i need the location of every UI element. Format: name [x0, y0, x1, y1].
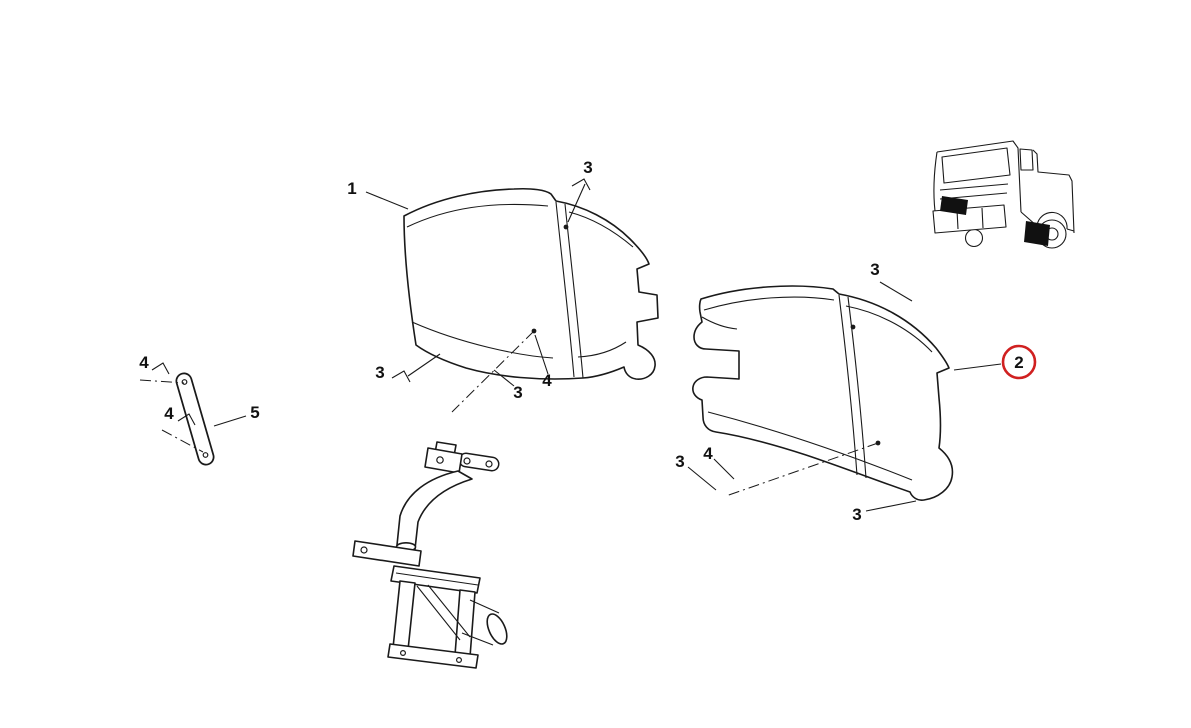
part1-outline [403, 187, 659, 380]
part-1-mudguard-panel[interactable] [403, 187, 659, 380]
bracket-right-leg [454, 589, 476, 658]
leader-part5 [213, 415, 247, 427]
bracket-assembly[interactable] [352, 441, 511, 669]
truck-side-window [1019, 148, 1034, 171]
truck-rear-mudguard-highlight [1024, 221, 1050, 246]
truck-front-mudguard-highlight [940, 196, 968, 215]
callout-3-top-left[interactable]: 3 [583, 158, 592, 177]
truck-rear-body [1032, 149, 1075, 234]
tick-screw4-strap-lower [177, 413, 196, 426]
bracket-channel-line [395, 572, 479, 586]
truck-cab-icon [932, 140, 1075, 249]
strap-hole-top [181, 379, 188, 385]
truck-windshield [941, 147, 1011, 184]
axis-left-fender [451, 330, 535, 413]
leader-screw3-above-right-fender [879, 281, 913, 302]
strap-hole-bottom [202, 452, 209, 458]
leader-screw3-below-right-right [865, 500, 917, 512]
leader-screw3-below-left-fender [493, 369, 515, 387]
part1-seam-right [564, 203, 584, 379]
part2-top-contour-right [845, 305, 933, 353]
bracket-channel [390, 565, 481, 594]
callout-3-above-right-fender[interactable]: 3 [870, 260, 879, 279]
axis-strap-lower [161, 429, 204, 453]
part2-seam-left [838, 294, 858, 476]
bracket-left-leg [392, 580, 416, 651]
callout-4-below-right[interactable]: 4 [703, 444, 713, 463]
tick-screw3-top-left [571, 178, 591, 191]
part1-top-contour-right [568, 211, 634, 248]
leader-part2 [953, 363, 1002, 371]
part1-seam-left [555, 201, 575, 378]
bracket-foot-hole1 [400, 649, 407, 656]
tick-screw4-strap-upper [151, 362, 170, 375]
part2-outline [692, 285, 954, 501]
leader-part1 [365, 191, 409, 210]
axis-right-fender [725, 442, 879, 497]
axis-strap-upper [139, 379, 185, 384]
leader-screw3-left [407, 353, 441, 377]
callout-4-below-left-fender[interactable]: 4 [542, 371, 552, 390]
callout-4-strap-lower[interactable]: 4 [164, 404, 174, 423]
part2-bolt-dot-top [850, 324, 856, 330]
callout-3-left[interactable]: 3 [375, 363, 384, 382]
truck-front-wheel [964, 228, 984, 248]
bracket-curved-pipe [396, 470, 473, 550]
leader-lines [139, 178, 1002, 512]
bracket-left-arm-hole [436, 456, 444, 464]
truck-front-edge [933, 151, 938, 212]
bracket-arm-hole [485, 460, 493, 468]
bracket-foot-plate [387, 643, 479, 669]
part1-lower-contour-right [577, 341, 627, 358]
callout-3-below-right-right[interactable]: 3 [852, 505, 861, 524]
part2-seam-right [847, 296, 867, 479]
part2-hook-inner-line [701, 316, 738, 330]
bracket-cylinder-end [486, 613, 508, 645]
leader-screw3-top-left [567, 183, 586, 223]
part2-top-contour-left [703, 296, 835, 311]
part-2-mudguard-panel[interactable] [692, 285, 954, 501]
part1-lower-contour-left [411, 321, 554, 359]
callout-4-strap-upper[interactable]: 4 [139, 353, 149, 372]
callout-labels: 1 3 3 3 4 4 4 5 3 2 3 4 3 [139, 158, 1037, 524]
truck-grille-lines [939, 183, 1009, 200]
part1-top-contour-left [406, 203, 549, 228]
leader-screw4-below-right [713, 458, 735, 480]
strap-face [177, 374, 213, 464]
tick-screw3-left [391, 370, 411, 383]
bracket-foot-hole2 [456, 656, 463, 663]
part-5-strap[interactable] [175, 372, 215, 466]
callout-5[interactable]: 5 [250, 403, 259, 422]
bracket-mid-plate [352, 540, 422, 567]
callout-3-below-right-left[interactable]: 3 [675, 452, 684, 471]
leader-screw4-below-left-fender [534, 334, 549, 375]
bracket-diagonal-braces [416, 584, 471, 641]
callout-2[interactable]: 2 [1014, 353, 1023, 372]
part1-bolt-dot-top [563, 224, 569, 230]
part2-lower-contour [707, 411, 913, 481]
callout-3-below-left-fender[interactable]: 3 [513, 383, 522, 402]
bracket-arm-hole2 [463, 457, 471, 465]
callout-1[interactable]: 1 [347, 179, 356, 198]
part-2-highlight-circle[interactable] [1001, 344, 1037, 380]
bracket-mid-plate-hole [360, 546, 368, 554]
leader-screw3-below-right-left [687, 466, 717, 491]
truck-cab-right-edge [936, 140, 1022, 213]
bracket-cylinder-lines [461, 599, 500, 646]
